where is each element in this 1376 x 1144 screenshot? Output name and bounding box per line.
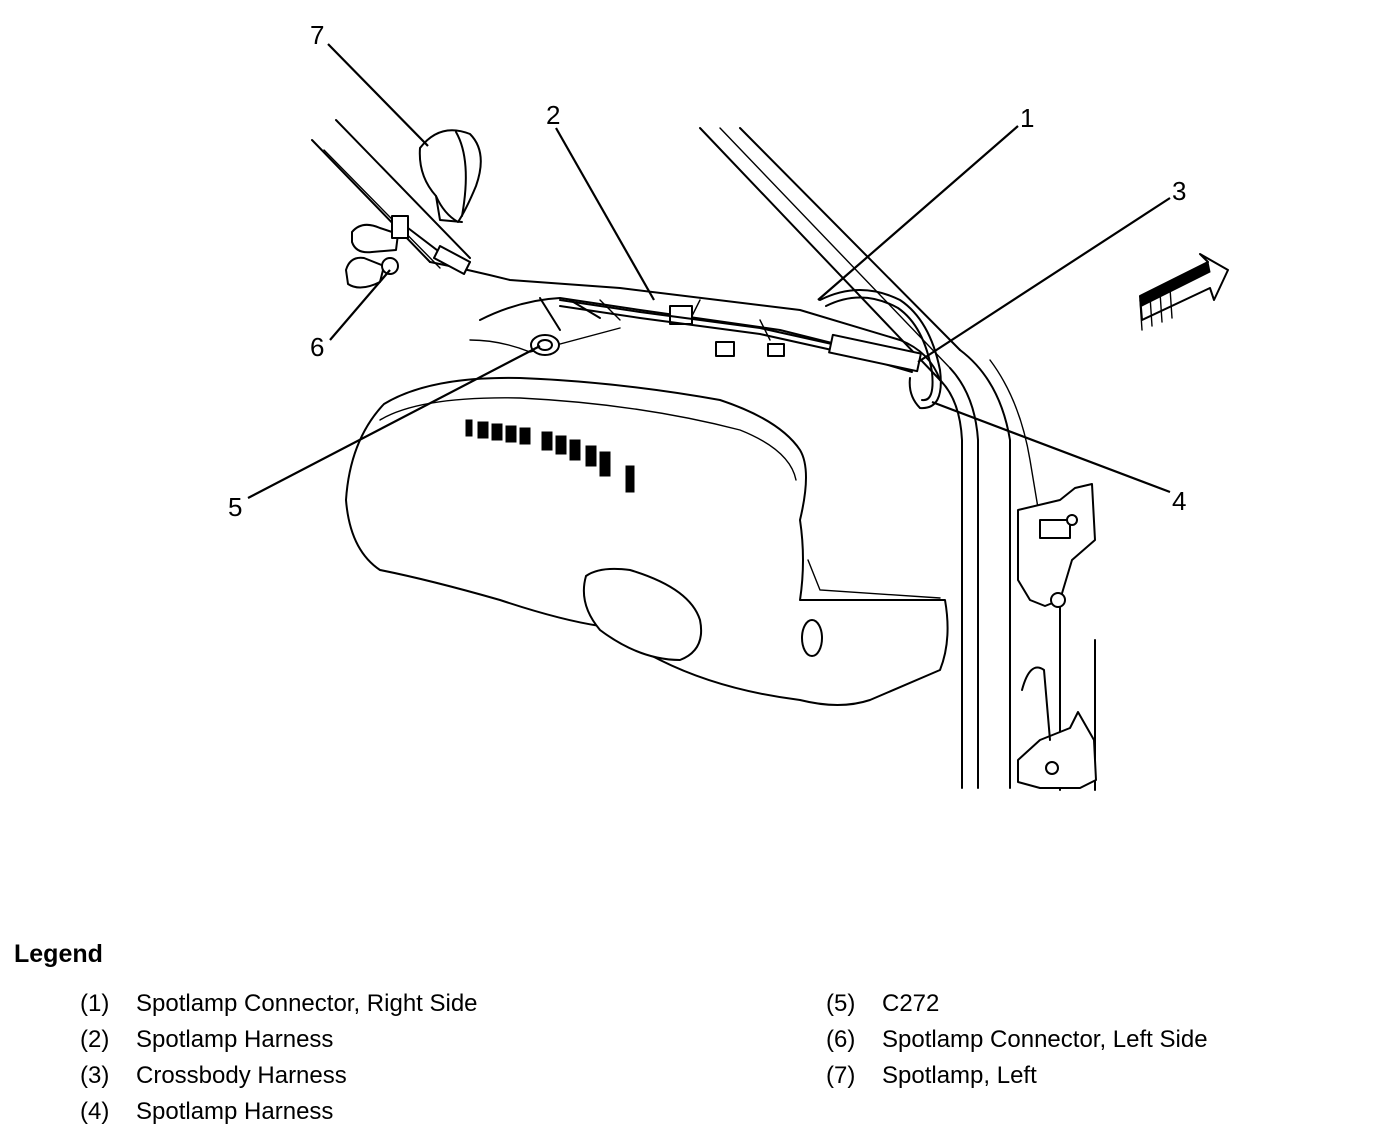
legend-item-number: (3) [80,1062,110,1089]
legend-item: (7) Spotlamp, Left [826,1062,1208,1098]
defrost-grille [465,419,635,493]
callout-2: 2 [546,100,560,130]
legend-item-text: C272 [882,990,940,1017]
legend-item: (6) Spotlamp Connector, Left Side [826,1026,1208,1062]
c272-connector [530,297,601,356]
legend-item-text: Spotlamp Connector, Left Side [882,1026,1208,1053]
legend-item-text: Spotlamp Harness [136,1026,334,1053]
legend-item-text: Spotlamp, Left [882,1062,1037,1089]
legend-item: (4) Spotlamp Harness [80,1098,478,1134]
door-hinge-upper [1017,483,1096,608]
callout-6: 6 [310,332,324,362]
legend-item: (1) Spotlamp Connector, Right Side [80,990,478,1026]
legend-column-left: (1) Spotlamp Connector, Right Side (2) Spo… [80,990,478,1134]
leader-lines [247,43,1171,499]
callout-1: 1 [1020,103,1034,133]
legend-item-number: (2) [80,1026,110,1053]
legend-title: Legend [14,940,103,968]
callout-3: 3 [1172,176,1186,206]
door-hinge-lower [1017,666,1097,789]
legend-item-text: Crossbody Harness [136,1062,347,1089]
forward-arrow-icon [1139,253,1229,331]
legend-item-number: (1) [80,990,110,1017]
spotlamp-harness-right [819,289,942,410]
legend-item-number: (6) [826,1026,856,1053]
legend-column-right: (5) C272 (6) Spotlamp Connector, Left Side… [826,990,1208,1098]
legend-item-text: Spotlamp Connector, Right Side [136,990,478,1017]
spotlamp-harness-diagram: 1 2 3 4 5 6 7 [228,20,1229,791]
spotlamp-connector-left [345,215,471,289]
legend-item-text: Spotlamp Harness [136,1098,334,1125]
legend-item-number: (4) [80,1098,110,1125]
windshield-pillar-right [699,127,961,381]
instrument-panel [345,376,949,706]
spotlamp-left [418,129,482,223]
legend-item-number: (7) [826,1062,856,1089]
legend-item: (2) Spotlamp Harness [80,1026,478,1062]
callout-7: 7 [310,20,324,50]
callout-5: 5 [228,492,242,522]
legend-item-number: (5) [826,990,856,1017]
legend-item: (5) C272 [826,990,1208,1026]
legend-item: (3) Crossbody Harness [80,1062,478,1098]
crossbody-harness [559,299,922,373]
windshield-pillar-left [311,119,471,269]
callout-4: 4 [1172,486,1186,516]
